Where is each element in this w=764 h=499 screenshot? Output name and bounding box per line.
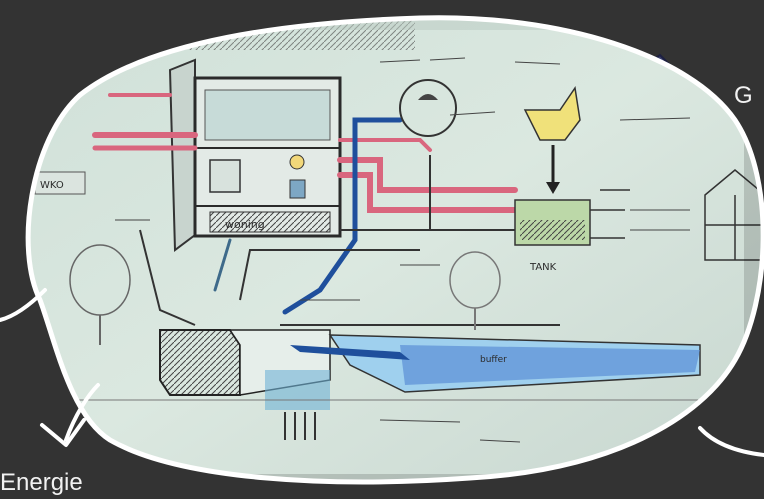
tail-stroke-right [698,426,764,457]
shower-icon [399,79,457,137]
water-channel: buffer [290,334,701,393]
wko-box: WKO [34,171,86,195]
house-box: woning [193,76,342,238]
tank-label: TANK [529,262,557,273]
buffer-label: buffer [480,355,507,365]
tree-left [69,244,131,345]
handwritten-annotations [115,57,691,443]
toilet-icon [523,86,581,194]
tank-arrows [590,189,630,239]
blue-pipes [213,117,403,315]
down-left-arrow-icon [40,383,100,447]
slide-label-right: G [734,82,753,109]
greenhouse-icon [704,169,764,261]
wko-label: WKO [40,180,64,191]
blob-outline [25,15,764,485]
slide-label-energie: Energie [0,469,83,496]
tail-stroke-left [0,288,47,322]
grey-pipes [139,155,560,326]
woning-label: woning [225,218,265,231]
tree-right [449,251,501,330]
tank-box: TANK [514,199,591,273]
ground-arrows [284,412,316,440]
